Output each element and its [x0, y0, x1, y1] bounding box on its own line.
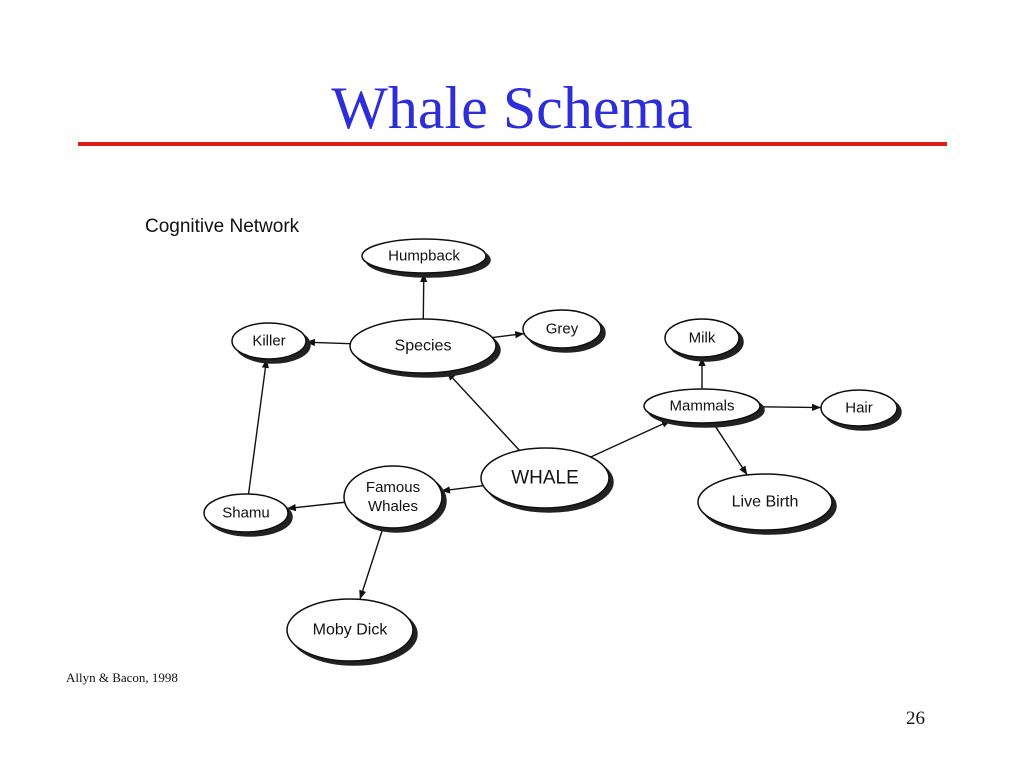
edge-whale-to-famous-whales: [440, 485, 484, 494]
node-label: Live Birth: [732, 494, 799, 511]
node-label: Grey: [546, 321, 579, 338]
edge-shamu-to-killer: [247, 358, 269, 495]
node-label: Famous: [366, 479, 420, 496]
node-shape: [664, 318, 740, 358]
edge-whale-to-species: [446, 371, 521, 451]
node-label: Milk: [689, 330, 716, 347]
node-label: Mammals: [669, 398, 734, 415]
node-shape: [522, 309, 602, 349]
node-shape: [361, 238, 487, 274]
node-hair: Hair: [820, 389, 898, 427]
node-shape: [643, 388, 761, 424]
node-shape: [231, 322, 307, 360]
edge-famous-whales-to-shamu: [286, 501, 345, 512]
node-moby-dick: Moby Dick: [286, 598, 414, 662]
node-shape: [480, 447, 610, 509]
edge-famous-whales-to-moby-dick: [359, 527, 384, 600]
node-shape: [349, 318, 497, 374]
node-shape: [697, 473, 833, 531]
node-grey: Grey: [522, 309, 602, 349]
node-label: Shamu: [222, 505, 270, 522]
node-humpback: Humpback: [361, 238, 487, 274]
node-label: Whales: [368, 498, 418, 515]
node-milk: Milk: [664, 318, 740, 358]
node-label: Moby Dick: [313, 622, 389, 639]
node-label: WHALE: [511, 468, 579, 489]
node-species: Species: [349, 318, 497, 374]
node-label: Hair: [845, 400, 873, 417]
edge-mammals-to-live-birth: [712, 422, 748, 476]
node-shamu: Shamu: [203, 493, 289, 533]
edge-species-to-grey: [492, 331, 525, 339]
node-whale: WHALE: [480, 447, 610, 509]
edge-whale-to-mammals: [590, 419, 672, 458]
node-live-birth: Live Birth: [697, 473, 833, 531]
edge-species-to-humpback: [420, 272, 428, 320]
edge-mammals-to-hair: [759, 403, 822, 412]
node-killer: Killer: [231, 322, 307, 360]
node-shape: [820, 389, 898, 427]
node-label: Humpback: [388, 248, 460, 265]
slide-title: Whale Schema: [331, 75, 693, 141]
node-mammals: Mammals: [643, 388, 761, 424]
page-number: 26: [906, 708, 925, 729]
edge-layer: [247, 272, 822, 600]
node-label: Species: [395, 338, 452, 355]
node-shape: [203, 493, 289, 533]
diagram-subtitle: Cognitive Network: [145, 216, 300, 237]
title-divider: [78, 142, 947, 146]
node-label: Killer: [252, 333, 285, 350]
source-credit: Allyn & Bacon, 1998: [66, 670, 178, 685]
node-shape: [286, 598, 414, 662]
edge-species-to-killer: [305, 338, 351, 347]
node-shape: [343, 465, 443, 529]
